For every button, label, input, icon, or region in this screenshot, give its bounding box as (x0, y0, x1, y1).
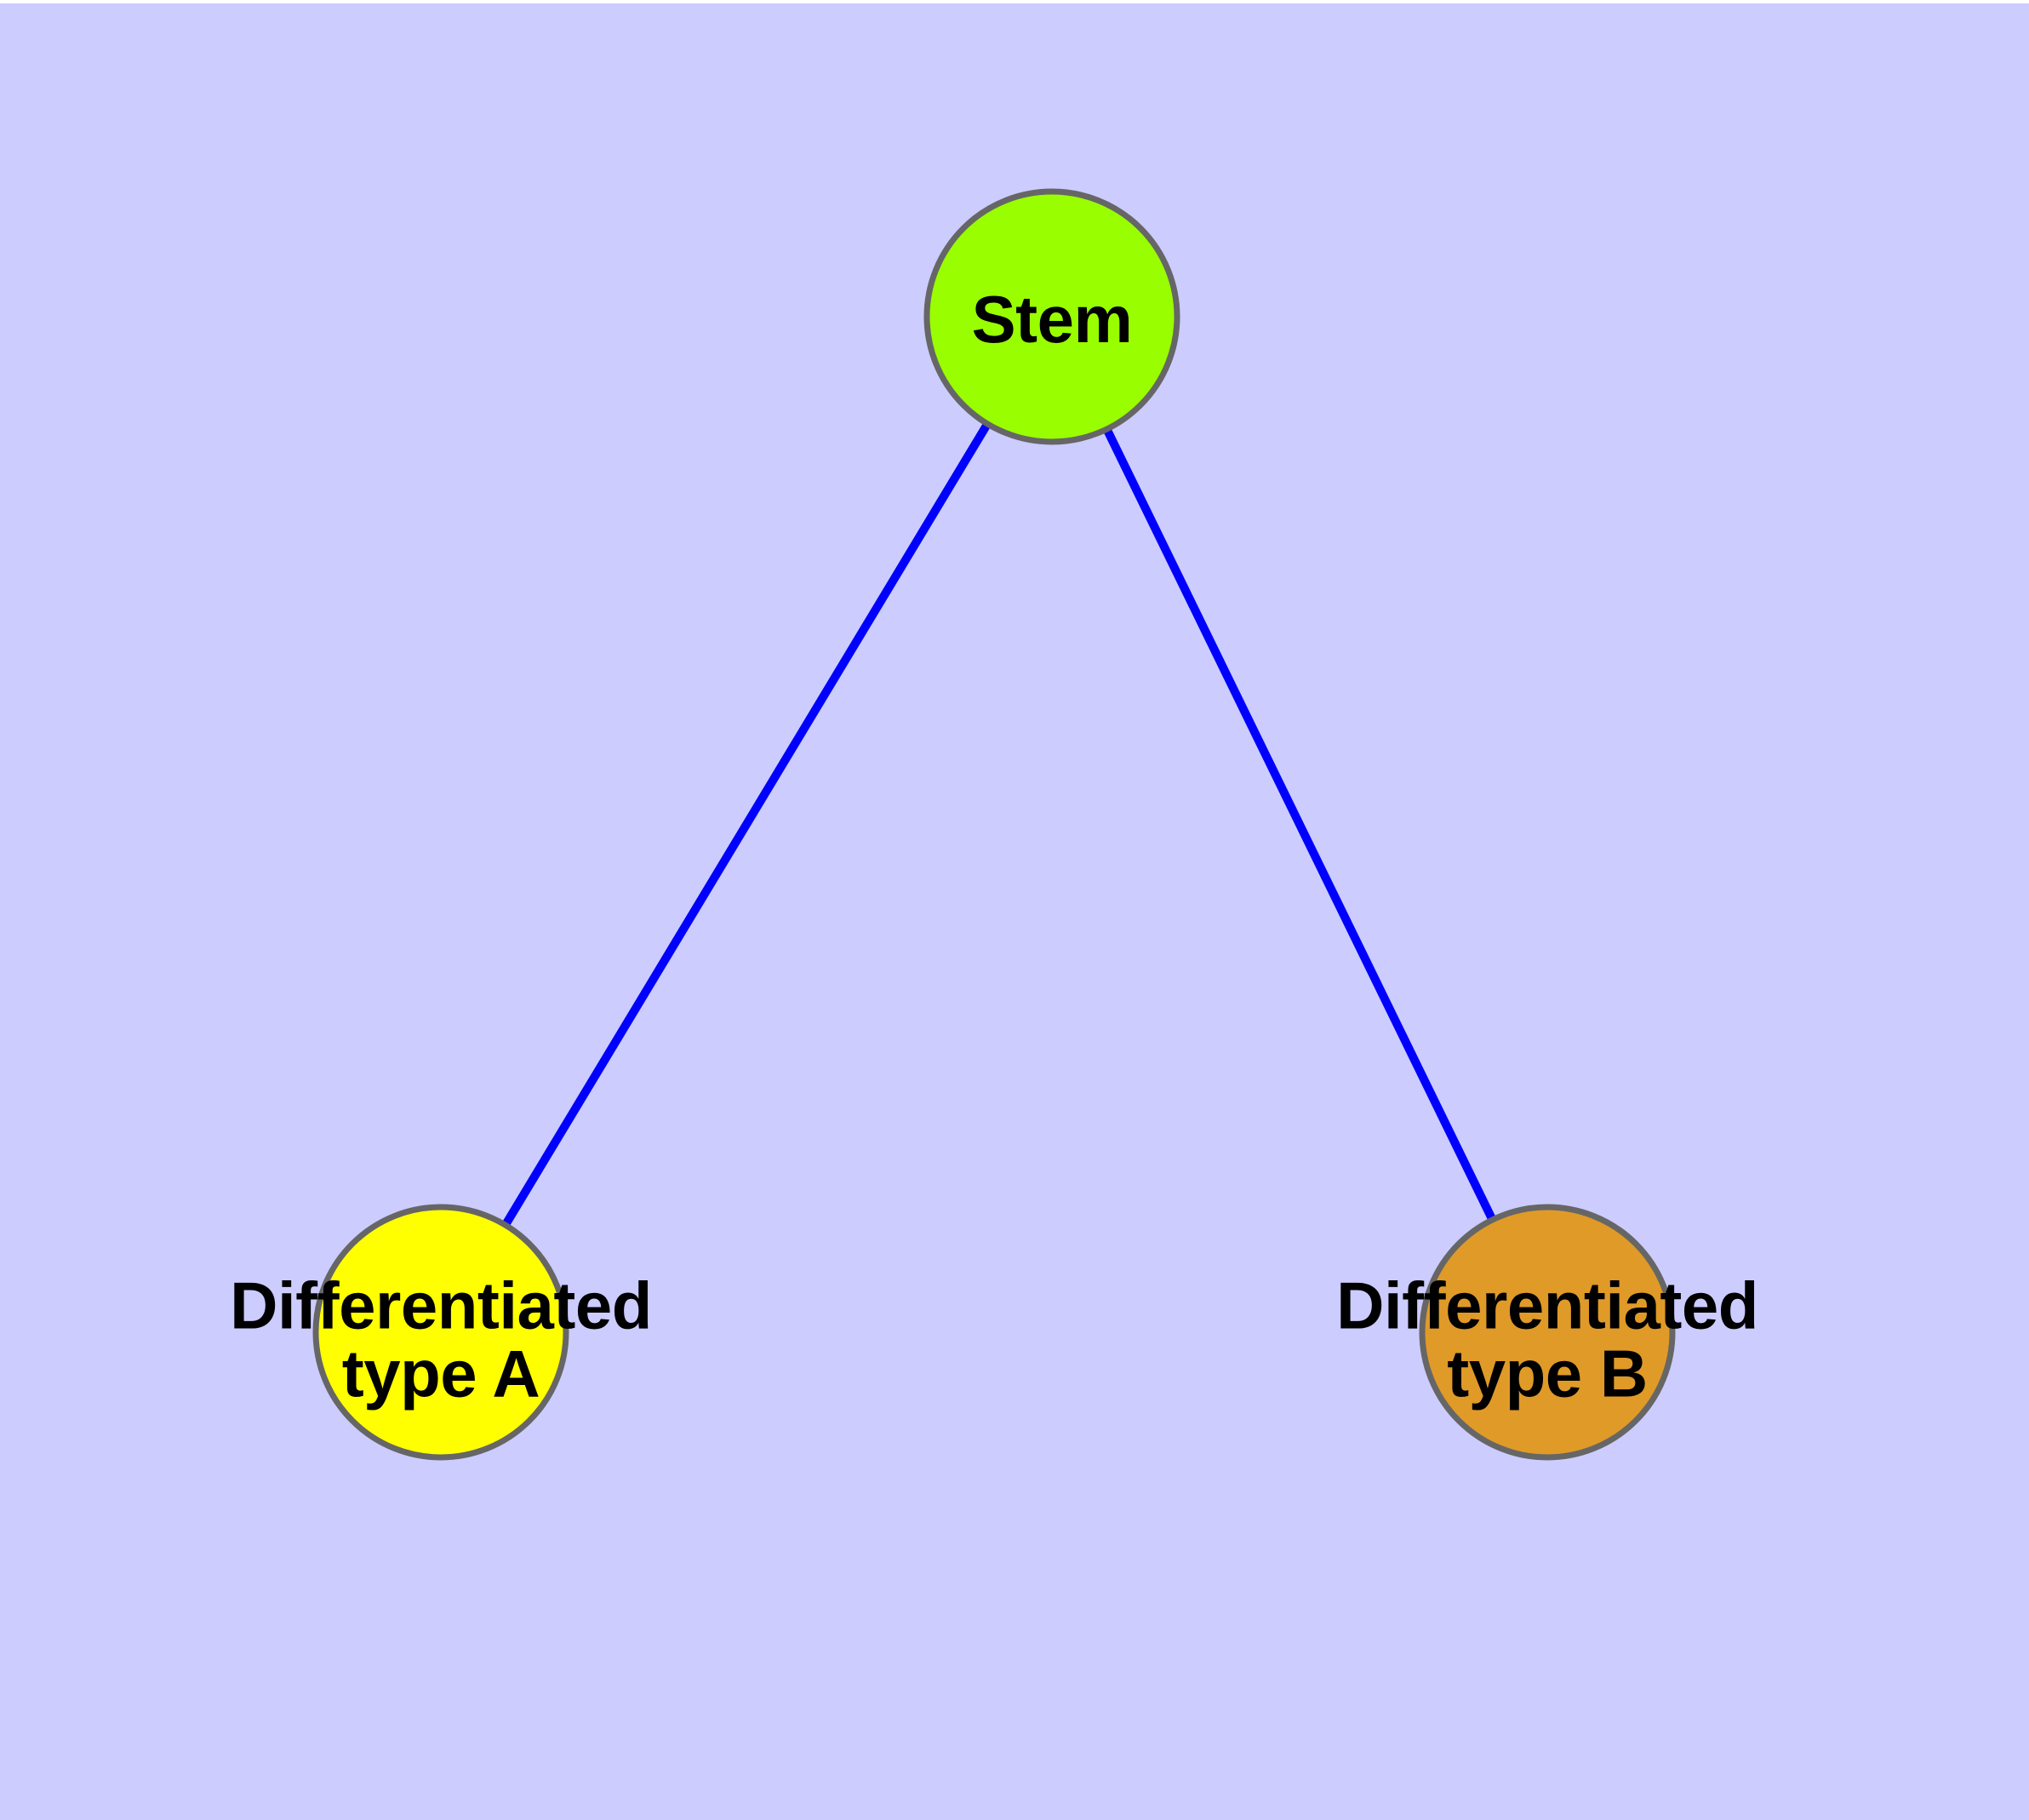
edge-stem-to-diff-a[interactable] (437, 314, 1056, 1335)
edge-stem-to-diff-b[interactable] (1048, 314, 1552, 1335)
node-differentiated-type-a[interactable] (312, 1204, 569, 1461)
node-differentiated-type-b[interactable] (1419, 1204, 1676, 1461)
graph-svg (312, 188, 1676, 1461)
edge-layer (437, 314, 1552, 1335)
node-layer (312, 188, 1676, 1461)
node-stem[interactable] (923, 188, 1180, 445)
